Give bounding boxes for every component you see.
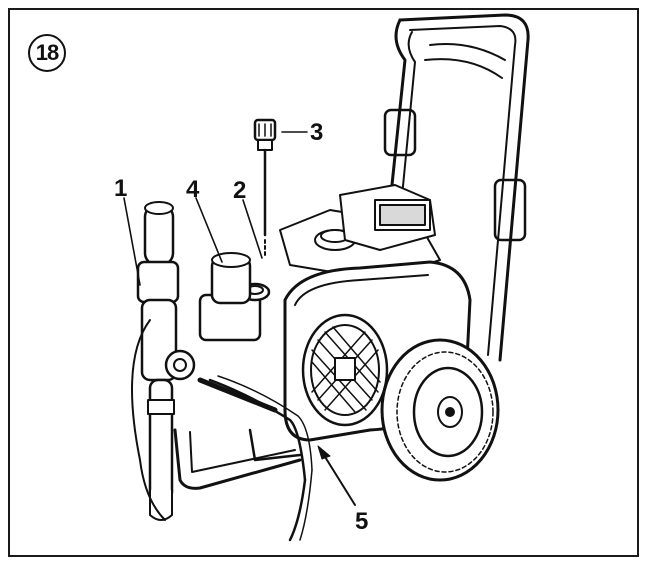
figure-number-badge: 18 [28,34,66,72]
callout-5-label: 5 [355,508,369,535]
engine-housing [279,184,441,281]
hoses [131,319,313,542]
cart-handle [378,13,530,362]
pump-assembly [136,201,271,521]
leader-lines [123,131,308,286]
callout-4-label: 4 [186,176,200,203]
cart-base [173,428,302,490]
callout-1-label: 1 [114,175,128,202]
callout-2-label: 2 [233,177,247,204]
callout-3-label: 3 [310,119,324,146]
wheel [380,338,500,482]
dipstick [253,118,277,256]
callout-5-arrow [317,445,356,506]
